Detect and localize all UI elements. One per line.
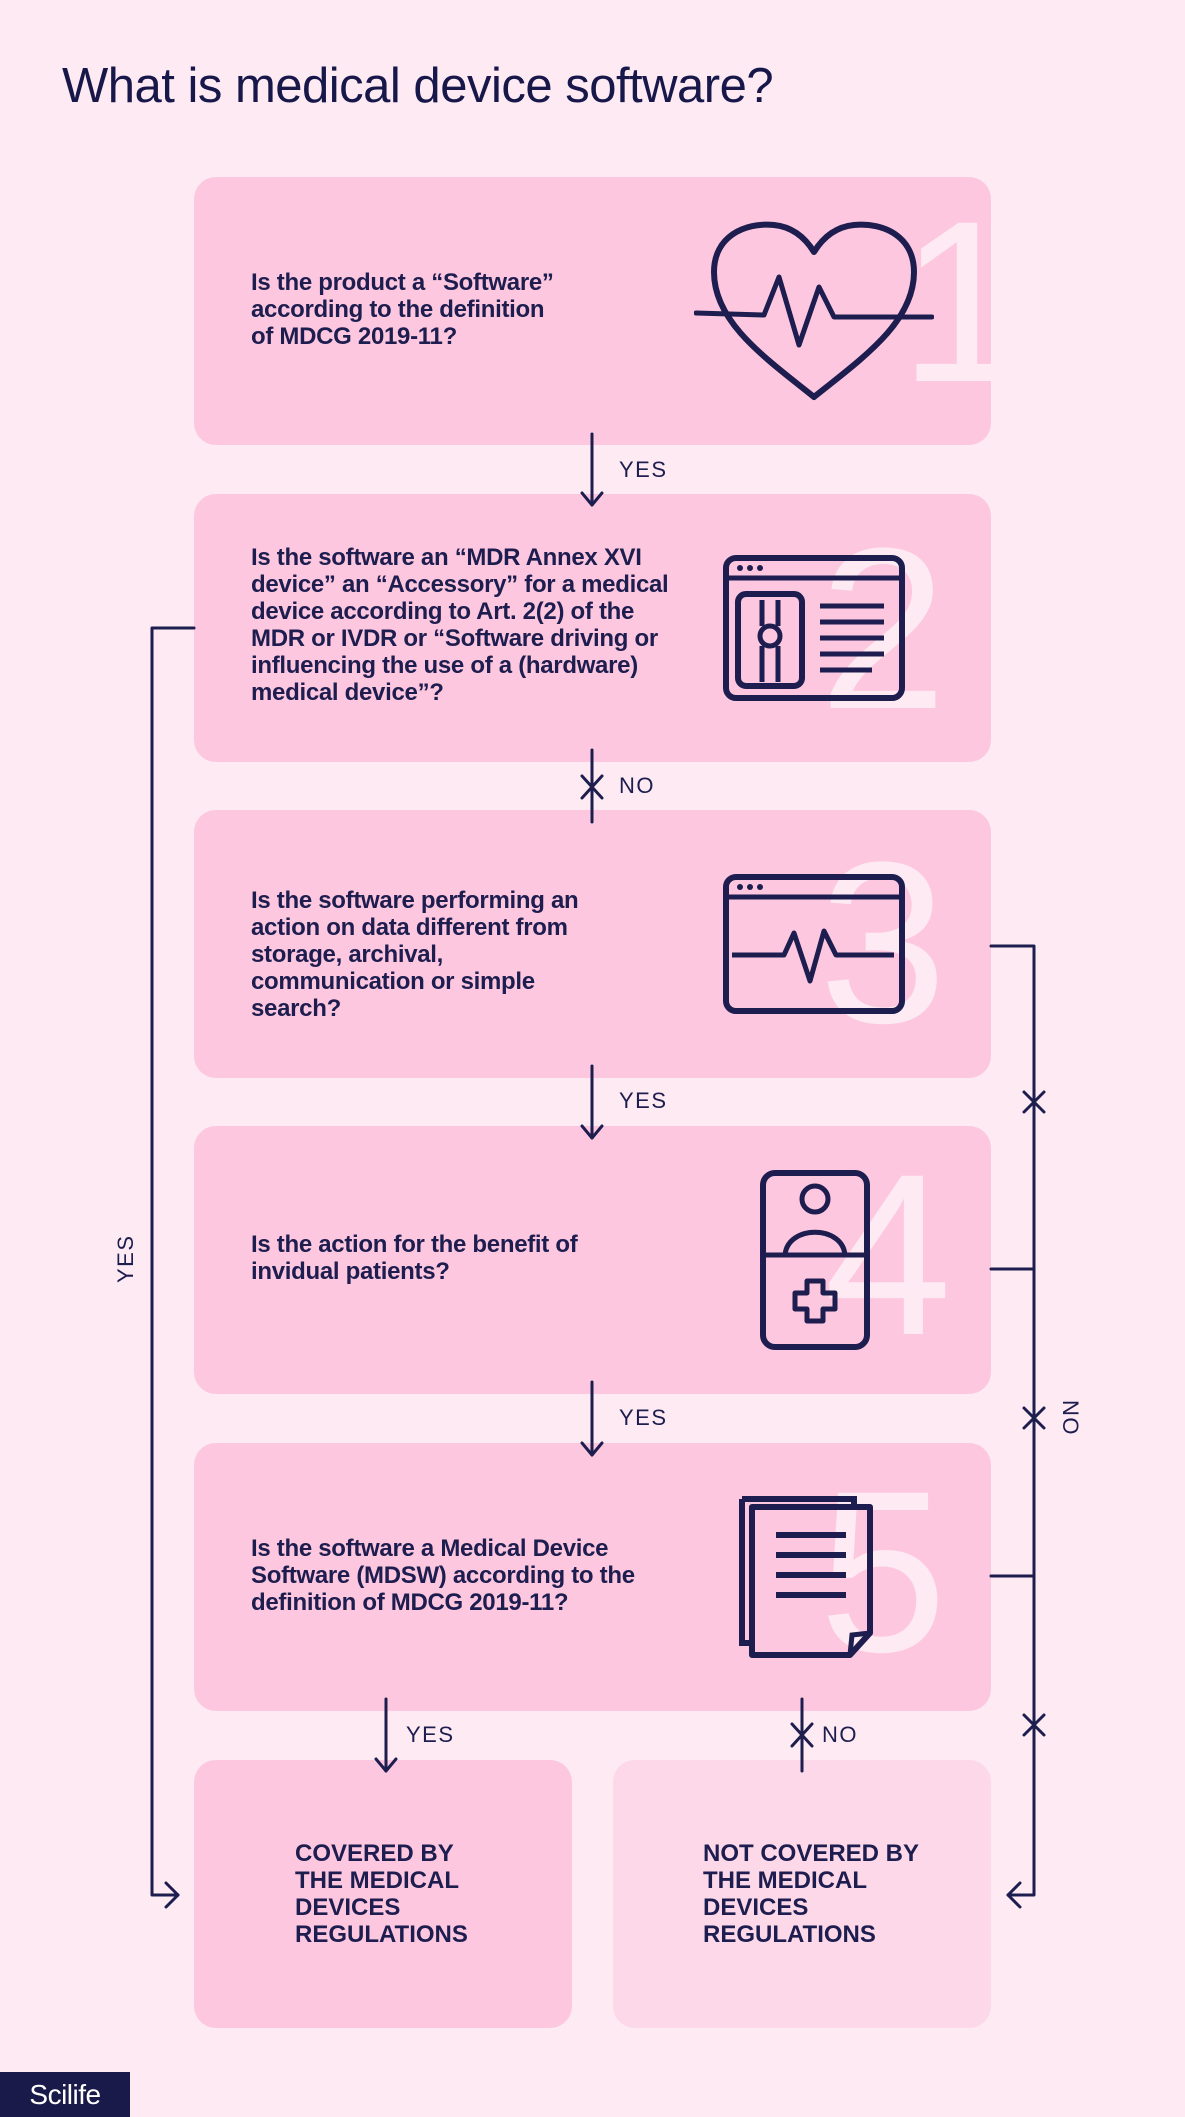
no-label-5-not-covered: NO	[822, 1722, 858, 1747]
step-number-1: 1	[899, 177, 991, 430]
brand-logo: Scilife	[0, 2072, 130, 2117]
question-card-4: 4 Is the action for the benefit of invid…	[194, 1126, 991, 1394]
outcome-not-covered-card: NOT COVERED BY THE MEDICAL DEVICES REGUL…	[613, 1760, 991, 2028]
yes-label-4-5: YES	[619, 1405, 668, 1430]
no-label-right-branch: NO	[1058, 1400, 1083, 1436]
heart-pulse-icon	[694, 221, 934, 400]
yes-label-3-4: YES	[619, 1088, 668, 1113]
monitor-pulse-icon	[723, 874, 905, 1014]
step-number-5: 5	[819, 1443, 947, 1700]
yes-label-left-branch: YES	[113, 1234, 138, 1283]
question-card-5: 5 Is the software a Medical Device Softw…	[194, 1443, 991, 1711]
question-card-1: 1 Is the product a “Software” according …	[194, 177, 991, 445]
question-text-4: Is the action for the benefit of invidua…	[251, 1231, 578, 1285]
question-text-2: Is the software an “MDR Annex XVI device…	[251, 544, 669, 706]
question-text-3: Is the software performing an action on …	[251, 887, 579, 1022]
documents-icon	[739, 1496, 873, 1658]
no-label-2-3: NO	[619, 773, 655, 798]
yes-label-1-2: YES	[619, 457, 668, 482]
outcome-not-covered-text: NOT COVERED BY THE MEDICAL DEVICES REGUL…	[703, 1840, 919, 1948]
patient-card-icon	[760, 1170, 870, 1350]
outcome-covered-card: COVERED BY THE MEDICAL DEVICES REGULATIO…	[194, 1760, 572, 2028]
question-text-1: Is the product a “Software” according to…	[251, 269, 554, 350]
question-card-3: 3 Is the software performing an action o…	[194, 810, 991, 1078]
page-title: What is medical device software?	[62, 59, 774, 113]
question-card-2: 2 Is the software an “MDR Annex XVI devi…	[194, 494, 991, 762]
question-text-5: Is the software a Medical Device Softwar…	[251, 1535, 635, 1616]
outcome-covered-text: COVERED BY THE MEDICAL DEVICES REGULATIO…	[295, 1840, 468, 1948]
step-number-3: 3	[819, 814, 947, 1071]
yes-label-5-covered: YES	[406, 1722, 455, 1747]
step-number-2: 2	[819, 500, 947, 757]
xray-window-icon	[723, 555, 905, 701]
